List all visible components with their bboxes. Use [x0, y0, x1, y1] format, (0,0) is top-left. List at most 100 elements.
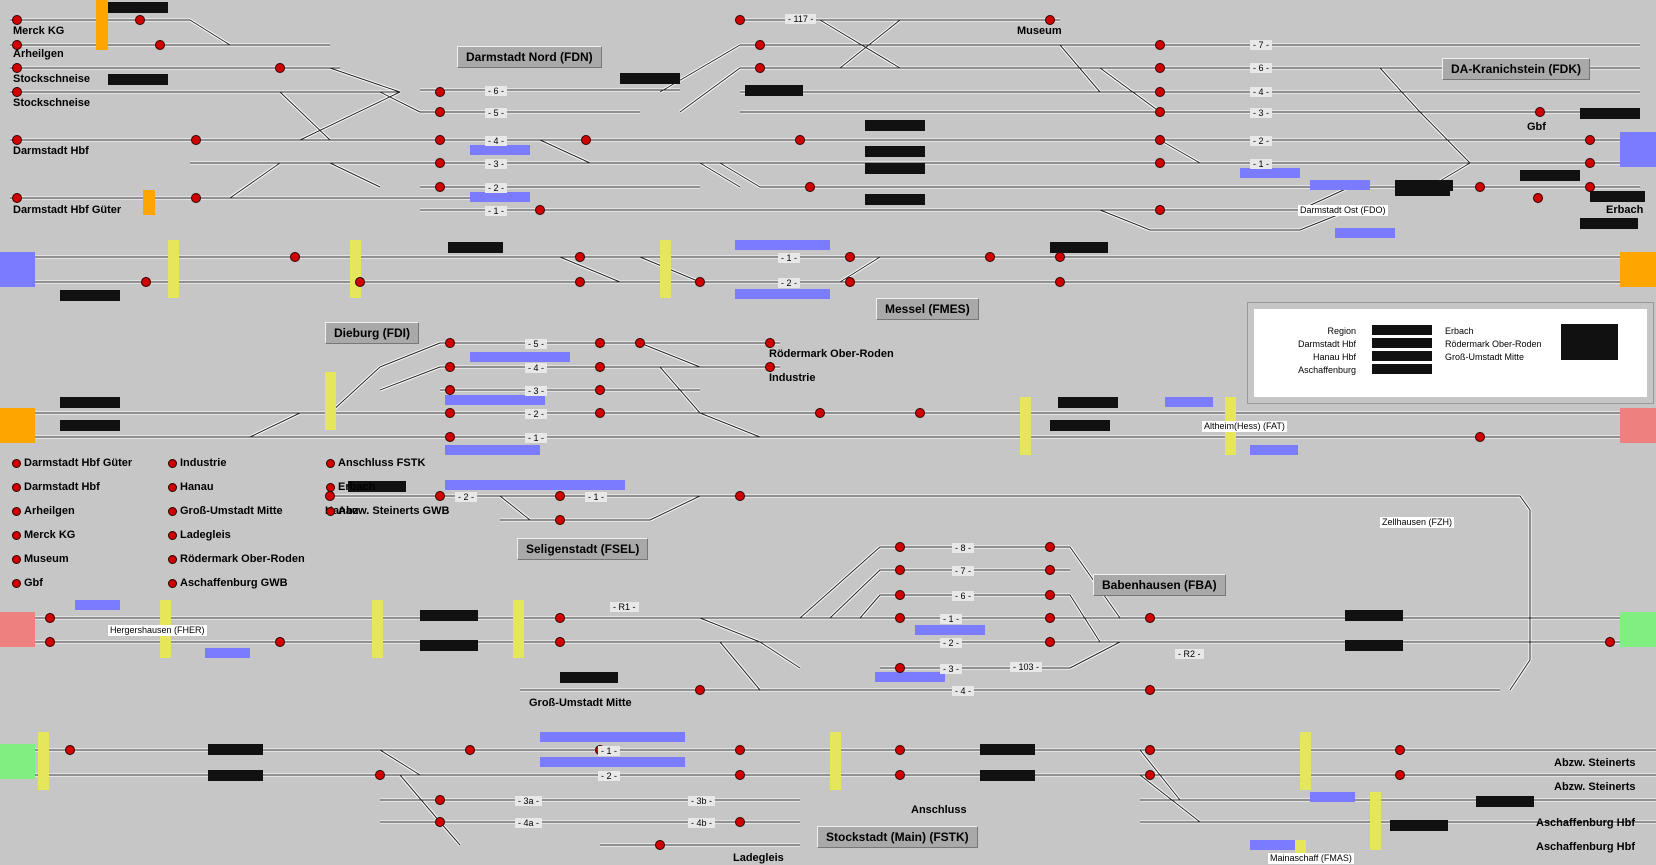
destination-label[interactable]: Rödermark Ober-Roden: [180, 553, 305, 565]
track-segment: [1139, 749, 1181, 801]
track-number: - 5 -: [525, 339, 548, 349]
signal-block: [1520, 170, 1580, 181]
signal-block: [745, 85, 803, 96]
track-number: - 1 -: [1250, 159, 1273, 169]
destination-signal[interactable]: [12, 531, 21, 540]
destination-signal[interactable]: [168, 483, 177, 492]
destination-signal[interactable]: [12, 555, 21, 564]
signal-lamp: [1155, 158, 1165, 168]
endpoint-merck-kg: Merck KG: [13, 25, 65, 37]
station-fmas[interactable]: Mainaschaff (FMAS): [1268, 853, 1354, 864]
destination-signal[interactable]: [326, 483, 335, 492]
signal-lamp: [795, 135, 805, 145]
signal-lamp: [1055, 252, 1065, 262]
legend-black-box: [1561, 324, 1618, 360]
track-segment: [379, 91, 421, 113]
station-fdo[interactable]: Darmstadt Ost (FDO): [1298, 205, 1388, 216]
destination-signal[interactable]: [12, 507, 21, 516]
track-segment: [659, 366, 701, 414]
signal-lamp: [1395, 770, 1405, 780]
signal-lamp: [581, 135, 591, 145]
destination-label[interactable]: Darmstadt Hbf: [24, 481, 100, 493]
destination-label[interactable]: Ladegleis: [180, 529, 231, 541]
signal-lamp: [695, 685, 705, 695]
destination-signal[interactable]: [168, 507, 177, 516]
track-segment: [1099, 209, 1151, 231]
signal-block: [420, 640, 478, 651]
signal-block: [1580, 108, 1640, 119]
station-fsel[interactable]: Seligenstadt (FSEL): [517, 538, 649, 560]
signal-block: [420, 610, 478, 621]
track-number: - 6 -: [952, 591, 975, 601]
destination-label[interactable]: Merck KG: [24, 529, 76, 541]
signal-block: [60, 397, 120, 408]
track-number: - 4a -: [515, 818, 543, 828]
signal-lamp: [895, 565, 905, 575]
signal-block: [620, 73, 680, 84]
destination-label[interactable]: Erbach: [338, 481, 376, 493]
signal-block: [865, 146, 925, 157]
destination-label[interactable]: Hanau: [180, 481, 214, 493]
destination-label[interactable]: Darmstadt Hbf Güter: [24, 457, 133, 469]
destination-signal[interactable]: [326, 459, 335, 468]
station-fher[interactable]: Hergershausen (FHER): [108, 625, 207, 636]
signal-lamp: [1155, 107, 1165, 117]
station-fstk[interactable]: Stockstadt (Main) (FSTK): [817, 826, 978, 848]
station-fdk[interactable]: DA-Kranichstein (FDK): [1442, 58, 1591, 80]
destination-label[interactable]: Anschluss FSTK: [338, 457, 426, 469]
level-crossing: [1295, 840, 1306, 864]
station-fdn[interactable]: Darmstadt Nord (FDN): [457, 46, 602, 68]
occupied-section: [445, 395, 545, 405]
destination-signal[interactable]: [326, 507, 335, 516]
station-fba[interactable]: Babenhausen (FBA): [1093, 574, 1226, 596]
track-network: [0, 18, 1656, 847]
track-number: - 5 -: [485, 108, 508, 118]
destination-signal[interactable]: [168, 459, 177, 468]
destination-signal[interactable]: [168, 531, 177, 540]
destination-label[interactable]: Aschaffenburg GWB: [180, 577, 288, 589]
destination-label[interactable]: Museum: [24, 553, 69, 565]
signal-lamp: [535, 205, 545, 215]
signal-block: [60, 420, 120, 431]
legend-darmstadt-hbf: Darmstadt Hbf: [1297, 339, 1356, 349]
destination-label[interactable]: Abzw. Steinerts GWB: [338, 505, 450, 517]
signal-block: [1050, 242, 1108, 253]
signal-lamp: [765, 362, 775, 372]
signal-lamp: [735, 491, 745, 501]
destination-signal[interactable]: [168, 555, 177, 564]
track-segment: [839, 19, 901, 69]
endpoint-museum: Museum: [1017, 25, 1062, 37]
destination-label[interactable]: Groß-Umstadt Mitte: [180, 505, 283, 517]
signal-lamp: [915, 408, 925, 418]
signal-lamp: [1475, 182, 1485, 192]
track-number: - 4 -: [1250, 87, 1273, 97]
signal-lamp: [1145, 770, 1155, 780]
destination-signal[interactable]: [168, 579, 177, 588]
occupied-section: [735, 289, 830, 299]
signal-lamp: [895, 613, 905, 623]
destination-label[interactable]: Arheilgen: [24, 505, 75, 517]
signal-lamp: [1045, 590, 1055, 600]
track-number: - R1 -: [610, 602, 639, 612]
station-fat[interactable]: Altheim(Hess) (FAT): [1202, 421, 1287, 432]
station-fmes[interactable]: Messel (FMES): [876, 298, 979, 320]
signal-lamp: [1535, 107, 1545, 117]
endpoint-darmstadt-hbf-gueter: Darmstadt Hbf Güter: [13, 204, 122, 216]
occupied-section: [1250, 445, 1298, 455]
destination-label[interactable]: Industrie: [180, 457, 227, 469]
destination-label[interactable]: Gbf: [24, 577, 43, 589]
signal-lamp: [755, 40, 765, 50]
track-segment: [559, 256, 621, 283]
signal-lamp: [575, 252, 585, 262]
destination-signal[interactable]: [12, 579, 21, 588]
destination-signal[interactable]: [12, 459, 21, 468]
station-fzh[interactable]: Zellhausen (FZH): [1380, 517, 1455, 528]
station-fdi[interactable]: Dieburg (FDI): [325, 322, 419, 344]
signal-lamp: [1155, 63, 1165, 73]
track-number: - 117 -: [785, 14, 817, 24]
track-segment: [1159, 139, 1201, 164]
destination-signal[interactable]: [12, 483, 21, 492]
legend-block: [1372, 325, 1432, 335]
signal-lamp: [445, 432, 455, 442]
